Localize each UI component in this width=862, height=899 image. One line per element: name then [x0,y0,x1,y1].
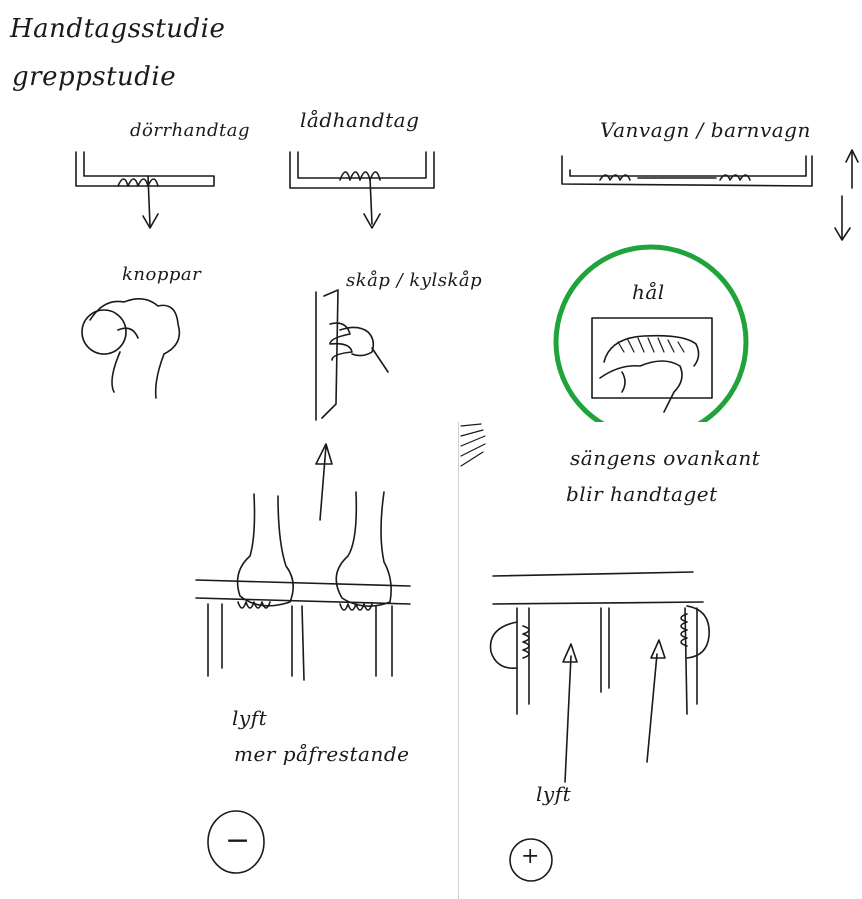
label-door-handle: dörrhandtag [130,120,250,141]
label-cabinet: skåp / kylskåp [346,270,482,291]
label-hole: hål [632,280,665,304]
label-drawer-handle: lådhandtag [300,108,419,132]
drawer-handle-sketch [290,152,434,228]
knob-sketch [82,299,179,398]
lift-right-label: lyft [536,782,571,806]
label-pram: Vanvagn / barnvagn [600,118,811,142]
lift-left-line-2: mer påfrestande [234,742,410,766]
title-line-1: Handtagsstudie [10,14,225,44]
rating-minus: − [225,823,251,858]
highlight-circle [556,247,746,437]
rating-plus: + [521,844,540,869]
title-line-2: greppstudie [12,62,176,92]
note-right-line-1: sängens ovankant [570,446,760,470]
note-right-line-2: blir handtaget [566,482,718,506]
pram-handle-sketch [562,150,858,240]
label-knob: knoppar [122,264,201,285]
door-handle-sketch [76,152,214,228]
panel-hatch [461,424,485,466]
lift-right-sketch [491,572,710,782]
hole-handle-sketch [592,318,712,412]
cabinet-sketch [316,290,388,420]
lift-left-sketch [196,444,410,680]
lift-left-line-1: lyft [232,706,267,730]
